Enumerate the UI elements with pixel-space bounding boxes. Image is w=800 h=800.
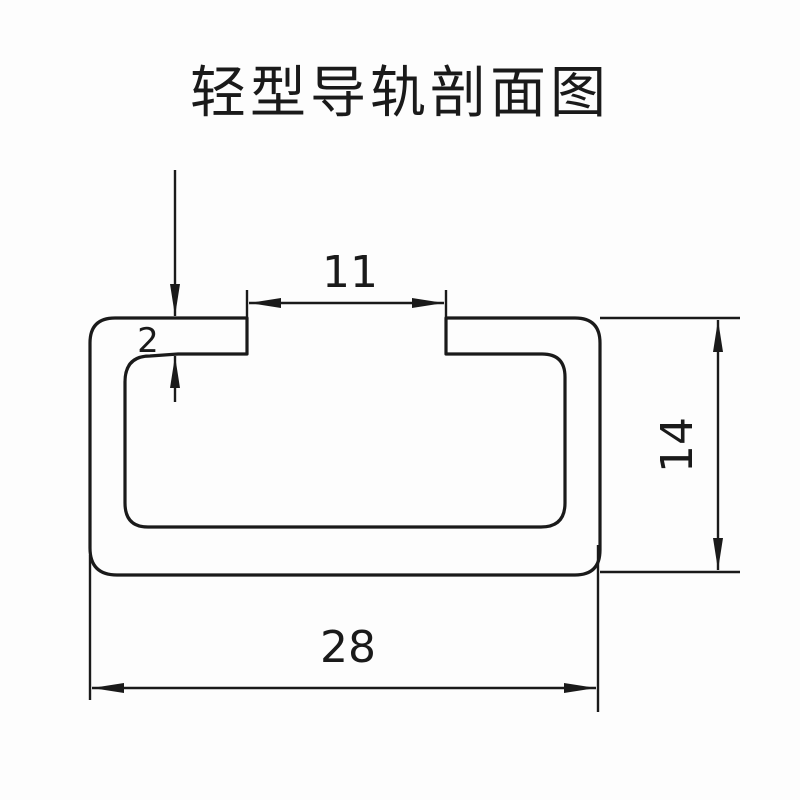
lip-thickness-label: 2 (137, 321, 159, 361)
height-label: 14 (652, 417, 703, 473)
diagram-title: 轻型导轨剖面图 (190, 61, 610, 126)
width-label: 28 (320, 622, 376, 673)
slot-width-label: 11 (322, 247, 378, 298)
rail-profile-outline (88, 316, 602, 577)
